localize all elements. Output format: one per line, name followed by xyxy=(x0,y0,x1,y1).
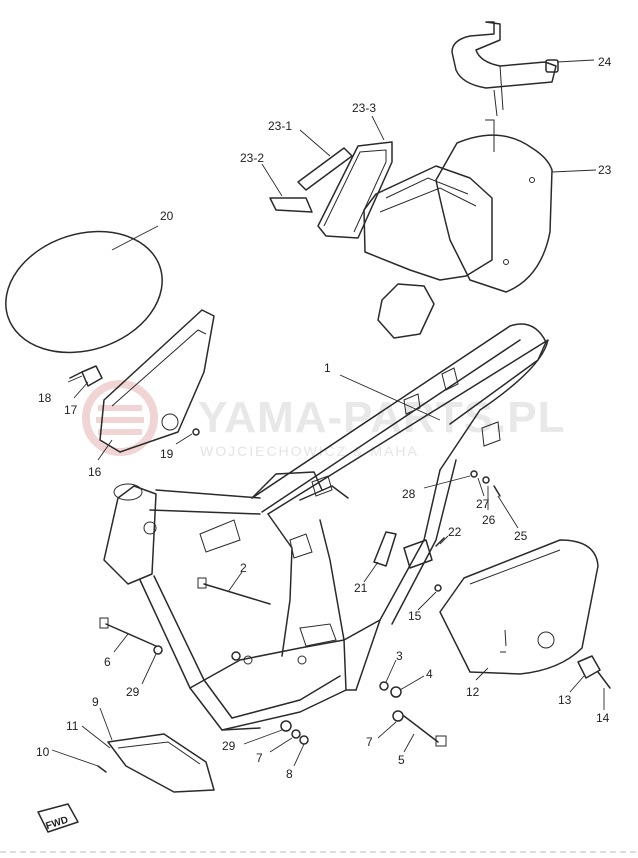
grab-bar-part xyxy=(451,21,559,117)
callout-18: 18 xyxy=(38,391,52,405)
watermark: YAMA-PARTS.PL WOJCIECHOWICZ & MAHA xyxy=(82,380,565,459)
callout-9: 9 xyxy=(92,695,99,709)
callout-labels: 24 23 23-3 23-1 23-2 20 1 18 17 19 16 28… xyxy=(36,55,612,781)
skid-plate-part xyxy=(107,733,215,793)
callout-1: 1 xyxy=(324,361,331,375)
callout-13: 13 xyxy=(558,693,572,707)
hardware-parts xyxy=(69,371,611,773)
callout-23-2: 23-2 xyxy=(240,151,264,165)
callout-22: 22 xyxy=(448,525,462,539)
callout-10: 10 xyxy=(36,745,50,759)
watermark-brand: YAMA-PARTS.PL xyxy=(198,393,565,442)
callout-8: 8 xyxy=(286,767,293,781)
callout-7-right: 7 xyxy=(366,735,373,749)
callout-4: 4 xyxy=(426,667,433,681)
callout-27: 27 xyxy=(476,497,490,511)
callout-6: 6 xyxy=(104,655,111,669)
callout-23-3: 23-3 xyxy=(352,101,376,115)
callout-5: 5 xyxy=(398,753,405,767)
rear-fender-part xyxy=(363,119,553,339)
callout-19: 19 xyxy=(160,447,174,461)
watermark-logo xyxy=(82,380,158,456)
callout-26: 26 xyxy=(482,513,496,527)
right-side-cover-part xyxy=(439,539,601,679)
leader-lines xyxy=(51,59,605,767)
callout-21: 21 xyxy=(354,581,368,595)
callout-23: 23 xyxy=(598,163,612,177)
fwd-arrow: FWD xyxy=(37,803,79,833)
callout-29-left: 29 xyxy=(126,685,140,699)
frame-part xyxy=(103,323,549,731)
callout-11: 11 xyxy=(66,719,79,733)
bracket-parts xyxy=(269,141,393,239)
callout-17: 17 xyxy=(64,403,78,417)
left-side-cover-part xyxy=(81,309,215,453)
callout-25: 25 xyxy=(514,529,528,543)
callout-3: 3 xyxy=(396,649,403,663)
watermark-subtitle: WOJCIECHOWICZ & MAHA xyxy=(200,443,419,459)
callout-28: 28 xyxy=(402,487,416,501)
callout-15: 15 xyxy=(408,609,422,623)
callout-29-bottom: 29 xyxy=(222,739,236,753)
callout-2: 2 xyxy=(240,561,247,575)
callout-20: 20 xyxy=(160,209,174,223)
callout-14: 14 xyxy=(596,711,610,725)
callout-7-left: 7 xyxy=(256,751,263,765)
callout-24: 24 xyxy=(598,55,612,69)
number-plate-sticker xyxy=(5,230,163,354)
callout-16: 16 xyxy=(88,465,102,479)
callout-23-1: 23-1 xyxy=(268,119,292,133)
callout-12: 12 xyxy=(466,685,480,699)
